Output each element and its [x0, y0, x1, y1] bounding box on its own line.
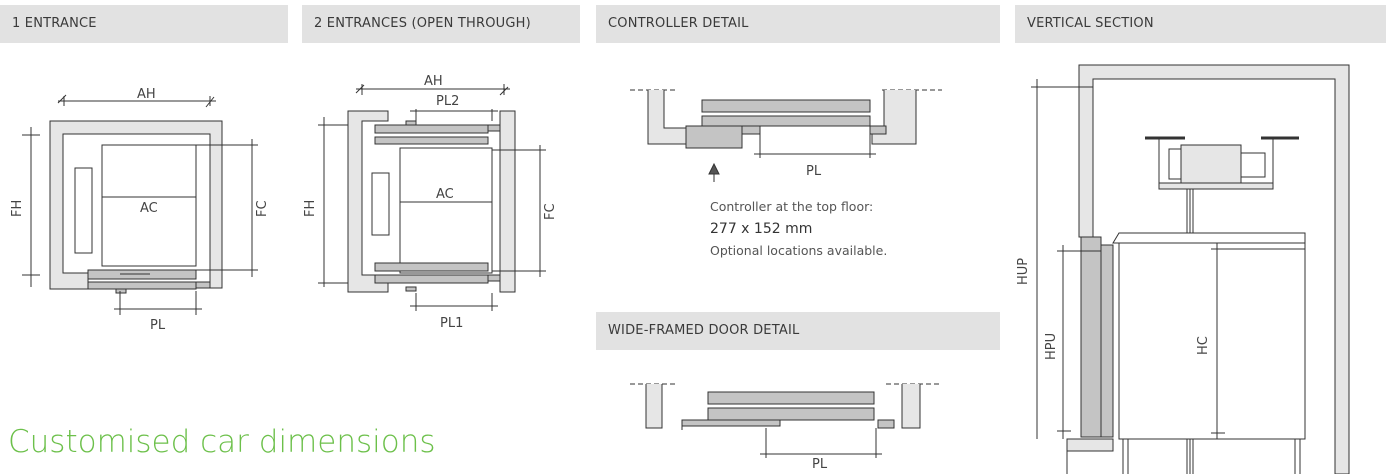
- label-pl-controller: PL: [806, 164, 822, 179]
- label-ah-2: AH: [424, 74, 443, 89]
- header-1-entrance: 1 ENTRANCE: [0, 5, 288, 43]
- label-fc: FC: [255, 200, 270, 217]
- label-pl2: PL2: [436, 94, 459, 109]
- label-fh-2: FH: [303, 200, 318, 217]
- header-wide-framed: WIDE-FRAMED DOOR DETAIL: [596, 312, 1000, 350]
- controller-line1: Controller at the top floor:: [710, 199, 874, 214]
- controller-detail-diagram: PL: [630, 89, 942, 182]
- label-hc: HC: [1196, 336, 1211, 355]
- plan-1-entrance: AH FH AC FC PL: [10, 87, 270, 333]
- label-pl1: PL1: [440, 316, 463, 331]
- header-vertical-section: VERTICAL SECTION: [1015, 5, 1386, 43]
- header-controller-detail: CONTROLLER DETAIL: [596, 5, 1000, 43]
- label-pl: PL: [150, 318, 166, 333]
- header-2-entrances: 2 ENTRANCES (OPEN THROUGH): [302, 5, 580, 43]
- label-pl-wide: PL: [812, 457, 828, 472]
- page-title: Customised car dimensions: [8, 424, 436, 460]
- controller-line3: Optional locations available.: [710, 243, 888, 258]
- label-hup: HUP: [1016, 258, 1031, 285]
- controller-note: Controller at the top floor: 277 x 152 m…: [710, 196, 887, 262]
- vertical-section-diagram: HUP HPU HC: [1016, 64, 1350, 474]
- label-fc-2: FC: [543, 203, 558, 220]
- label-ah: AH: [137, 87, 156, 102]
- controller-dimensions: 277 x 152 mm: [710, 221, 813, 237]
- wide-framed-diagram: PL: [630, 383, 942, 472]
- label-fh: FH: [10, 200, 25, 217]
- label-hpu: HPU: [1044, 333, 1059, 360]
- label-ac-2: AC: [436, 187, 454, 202]
- label-ac: AC: [140, 201, 158, 216]
- plan-2-entrances: AH PL2 FH AC FC PL1: [303, 74, 558, 331]
